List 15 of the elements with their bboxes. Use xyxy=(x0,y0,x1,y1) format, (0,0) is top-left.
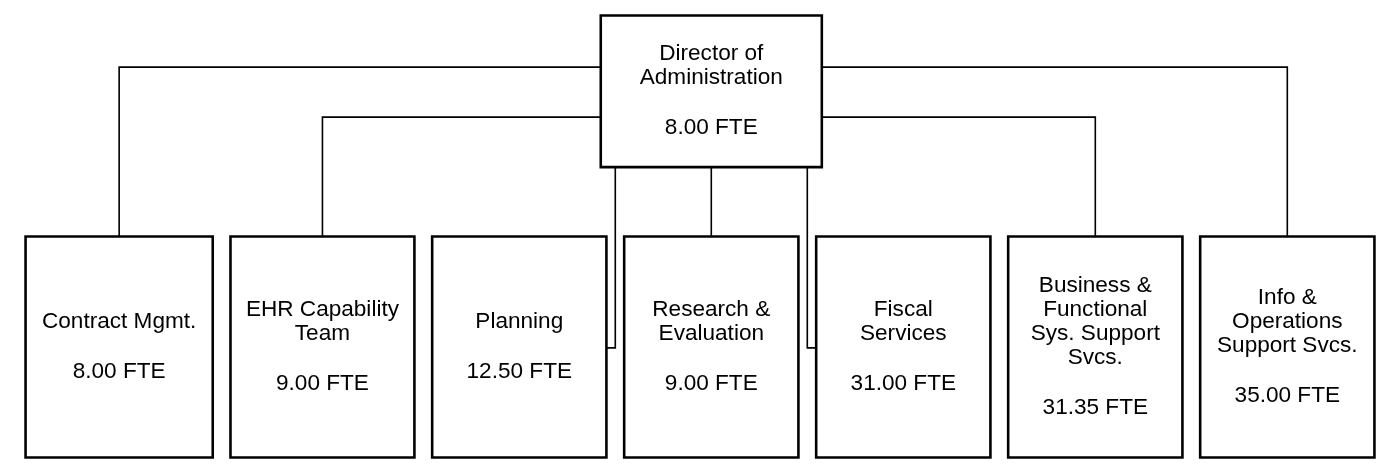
node-box: Planning 12.50 FTE xyxy=(430,234,608,459)
node-box: EHR Capability Team 9.00 FTE xyxy=(229,234,416,459)
connector xyxy=(710,166,713,237)
node-box: Director of Administration 8.00 FTE xyxy=(599,13,824,168)
node-box: Fiscal Services 31.00 FTE xyxy=(814,234,992,459)
connector xyxy=(821,65,1289,237)
node-box: Contract Mgmt. 8.00 FTE xyxy=(24,234,214,459)
connector xyxy=(321,115,602,237)
connector xyxy=(806,166,817,349)
node-box: Research & Evaluation 9.00 FTE xyxy=(622,234,800,459)
node-box: Info & Operations Support Svcs. 35.00 FTE xyxy=(1198,234,1376,459)
connector xyxy=(821,115,1097,237)
connector xyxy=(605,166,617,349)
connector xyxy=(118,65,602,237)
node-box: Business & Functional Sys. Support Svcs. 31.35 FTE xyxy=(1006,234,1184,459)
